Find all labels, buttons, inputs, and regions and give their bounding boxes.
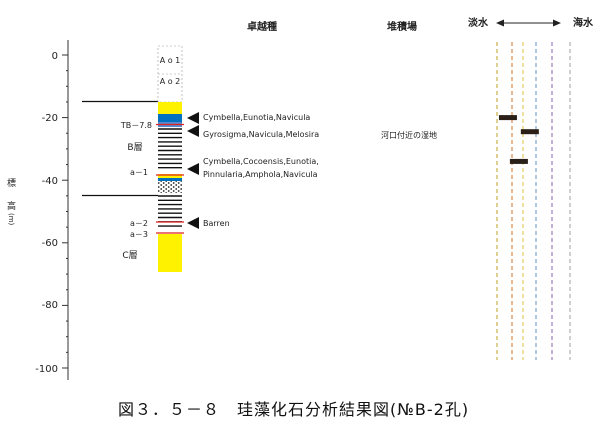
core-label-ao2: A o 2 bbox=[160, 77, 181, 86]
figure-caption: 図３．５－８ 珪藻化石分析結果図(№B-2孔) bbox=[118, 400, 469, 419]
pointer-sample-1 bbox=[187, 112, 199, 124]
core-hatch-upper bbox=[158, 128, 182, 169]
header-freshwater: 淡水 bbox=[468, 16, 489, 29]
y-axis: 0 -20 -40 -60 -80 -100 bbox=[35, 40, 69, 380]
y-tick-label-80: -80 bbox=[42, 300, 58, 311]
sample-label-a1: a－1 bbox=[130, 168, 148, 177]
salinity-guide-lines bbox=[496, 42, 571, 360]
salinity-bar bbox=[498, 115, 517, 121]
core-segment-yellow-thin bbox=[158, 174, 182, 178]
core-segment-yellow-bottom bbox=[158, 234, 182, 272]
y-tick-label-20: -20 bbox=[42, 113, 58, 124]
pointer-sample-4 bbox=[187, 217, 199, 229]
y-axis-minor-ticks bbox=[62, 54, 68, 369]
species-sample-4: Barren bbox=[203, 219, 230, 228]
species-sample-3-line1: Cymbella,Cocoensis,Eunotia, bbox=[203, 157, 319, 166]
sample-label-tb78: TB－7.8 bbox=[120, 121, 152, 130]
layer-label-b: B層 bbox=[127, 142, 142, 153]
core-hatch-lower bbox=[158, 195, 182, 227]
salinity-bar bbox=[509, 158, 528, 164]
y-tick-label-0: 0 bbox=[52, 51, 58, 62]
core-segment-yellow-top bbox=[158, 102, 182, 114]
layer-label-c: C層 bbox=[122, 250, 137, 261]
header-dominant-species: 卓越種 bbox=[247, 20, 277, 33]
species-sample-2: Gyrosigma,Navicula,Melosira bbox=[203, 130, 319, 139]
pointer-sample-2 bbox=[187, 125, 199, 137]
core-segment-silt-lower bbox=[158, 193, 182, 230]
environment-label: 河口付近の湿地 bbox=[381, 130, 437, 140]
y-axis-label: 標高 bbox=[5, 177, 16, 224]
species-sample-1: Cymbella,Eunotia,Navicula bbox=[203, 113, 310, 122]
core-label-ao1: A o 1 bbox=[160, 56, 181, 65]
sample-label-a3: a－3 bbox=[130, 230, 148, 239]
y-tick-label-100: -100 bbox=[35, 364, 58, 375]
y-axis-unit: (m) bbox=[7, 213, 15, 226]
salinity-indicator-bars bbox=[498, 115, 539, 164]
core-column: A o 1 A o 2 bbox=[156, 45, 184, 272]
y-tick-label-40: -40 bbox=[42, 176, 58, 187]
salinity-bar bbox=[520, 129, 539, 135]
core-segment-gravel bbox=[158, 181, 182, 193]
y-tick-label-60: -60 bbox=[42, 238, 58, 249]
salinity-arrow bbox=[496, 19, 561, 27]
header-seawater: 海水 bbox=[573, 16, 594, 29]
species-sample-3-line2: Pinnularia,Amphola,Navicula bbox=[203, 170, 318, 179]
core-segment-blue-thin bbox=[158, 178, 182, 181]
pointer-sample-3 bbox=[187, 163, 199, 175]
core-segment-blue bbox=[158, 114, 182, 122]
header-depositional-env: 堆積場 bbox=[387, 20, 417, 33]
sample-label-a2: a－2 bbox=[130, 219, 148, 228]
